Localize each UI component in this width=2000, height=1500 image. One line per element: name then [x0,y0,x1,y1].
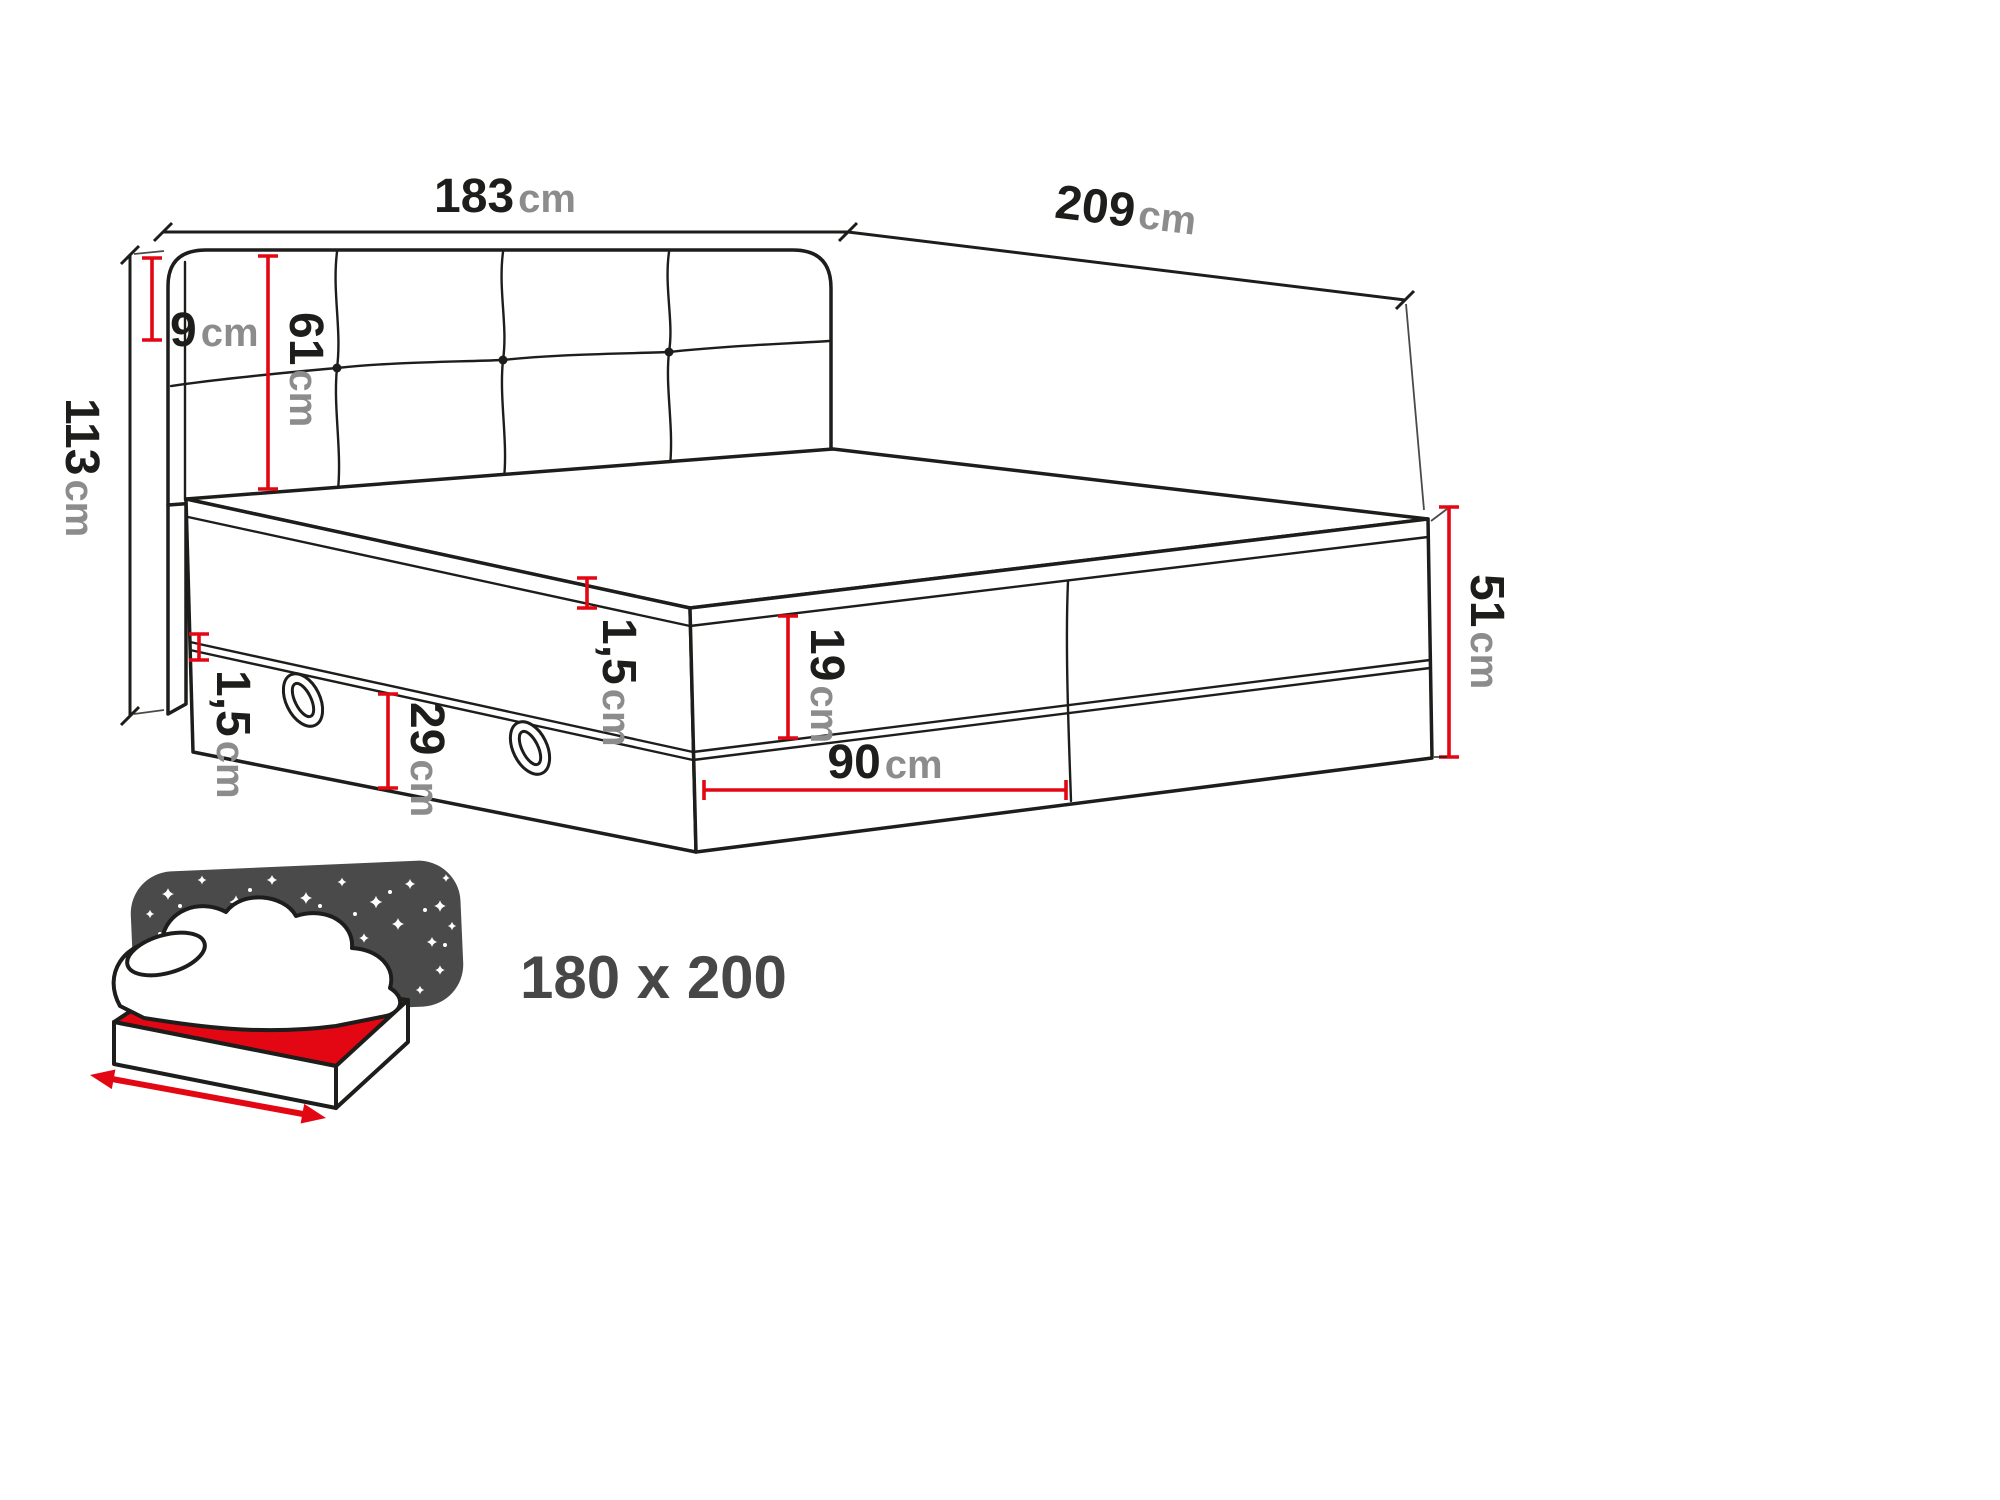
dim-total-height-label: 113cm [55,398,108,537]
headboard [166,248,833,716]
dim-headboard-height-label: 61cm [279,312,332,427]
dim-left-piping-label: 1,5cm [206,670,259,799]
tuft-button [664,347,674,357]
base-seam-line [188,640,1432,754]
storage-bed-icon [90,860,464,1124]
base-divider-seam [1065,579,1073,803]
size-label: 180 x 200 [520,944,787,1011]
dim-mattress-height-label: 19cm [800,628,853,743]
dim-topper-piping: 1,5cm [577,576,645,747]
bed-body [184,447,1434,854]
icon-pillow [125,930,207,978]
dim-headboard-height: 61cm [258,254,332,491]
dim-topper-piping-label: 1,5cm [592,618,645,747]
handle-loop [281,672,325,728]
dim-base-front-height: 29cm [378,692,453,817]
dim-total-height: 113cm [55,244,165,727]
dim-length-label: 209cm [1052,176,1199,246]
tuft-button [332,363,342,373]
icon-base-side [334,998,410,1110]
headboard-tufting [169,250,831,492]
dim-left-piping: 1,5cm [189,632,259,799]
dim-length: 209cm [847,176,1425,511]
dim-foot-height: 51cm [1430,505,1513,759]
dim-base-front-height-label: 29cm [400,702,453,817]
headboard-side-strip [166,498,188,716]
dim-mattress-height: 19cm [778,614,853,743]
tuft-button [498,355,508,365]
topper-edge-line [186,515,1430,628]
bed-foot-face [688,517,1434,854]
headboard-front-panel [166,248,833,507]
size-arrow-icon [90,1069,326,1124]
dim-foot-height-label: 51cm [1460,574,1513,689]
handle-loop [508,720,552,776]
